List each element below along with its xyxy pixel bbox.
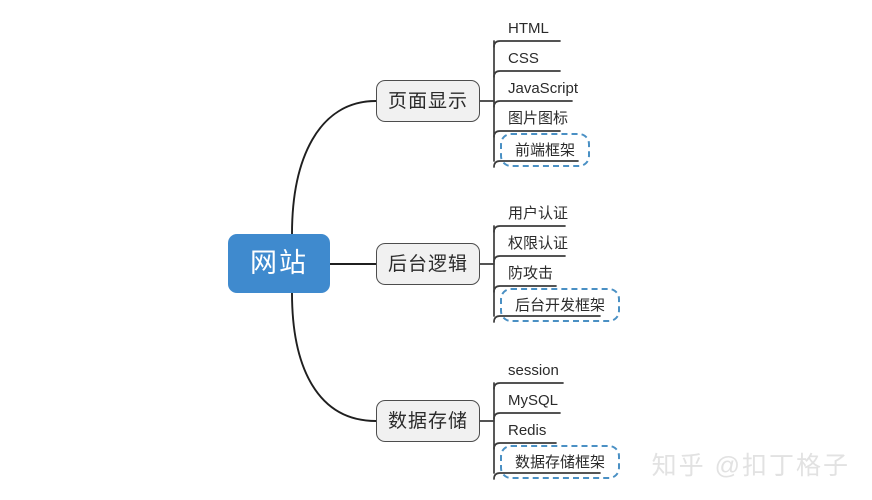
branch-1-stub-0 (493, 225, 566, 233)
root-node-label: 网站 (250, 248, 308, 278)
leaf-label: MySQL (508, 392, 559, 409)
connector-root-to-branch-2 (291, 292, 377, 422)
leaf-item[interactable]: 图片图标 (508, 111, 568, 126)
branch-0-stub-1 (493, 70, 561, 78)
leaf-item-highlighted[interactable]: 前端框架 (500, 133, 591, 167)
branch-0-stub-2 (493, 100, 573, 108)
connector-root-to-branch-0 (291, 100, 377, 235)
leaf-label: 权限认证 (508, 235, 569, 252)
branch-node-label: 页面显示 (387, 90, 468, 112)
leaf-label: 图片图标 (508, 110, 569, 127)
leaf-item[interactable]: JavaScript (508, 81, 578, 96)
leaf-item[interactable]: HTML (508, 21, 549, 36)
watermark: 知乎 @扣丁格子 (651, 452, 850, 480)
leaf-label: CSS (508, 50, 539, 67)
leaf-label: Redis (508, 422, 547, 439)
leaf-label: session (508, 362, 559, 379)
leaf-label: JavaScript (508, 80, 579, 97)
leaf-item[interactable]: 用户认证 (508, 206, 568, 221)
leaf-item[interactable]: Redis (508, 423, 546, 438)
leaf-item[interactable]: 防攻击 (508, 266, 553, 281)
leaf-label: HTML (508, 20, 549, 37)
leaf-label: 后台开发框架 (515, 297, 606, 314)
leaf-label: 用户认证 (508, 205, 569, 222)
leaf-item-highlighted[interactable]: 数据存储框架 (500, 445, 621, 479)
leaf-item-highlighted[interactable]: 后台开发框架 (500, 288, 621, 322)
branch-0-stub-0 (493, 40, 561, 48)
branch-node-label: 后台逻辑 (387, 253, 468, 275)
branch-1-stub-1 (493, 255, 566, 263)
leaf-item[interactable]: CSS (508, 51, 539, 66)
branch-2-stub-1 (493, 412, 561, 420)
leaf-label: 数据存储框架 (515, 454, 606, 471)
branch-node-backend-logic[interactable]: 后台逻辑 (376, 243, 480, 285)
branch-node-data-storage[interactable]: 数据存储 (376, 400, 480, 442)
leaf-item[interactable]: 权限认证 (508, 236, 568, 251)
leaf-label: 前端框架 (515, 142, 576, 159)
branch-node-label: 数据存储 (387, 410, 468, 432)
leaf-item[interactable]: session (508, 363, 559, 378)
leaf-label: 防攻击 (508, 265, 554, 282)
leaf-item[interactable]: MySQL (508, 393, 558, 408)
root-node[interactable]: 网站 (228, 234, 330, 293)
branch-2-stub-0 (493, 382, 564, 390)
branch-node-page-display[interactable]: 页面显示 (376, 80, 480, 122)
